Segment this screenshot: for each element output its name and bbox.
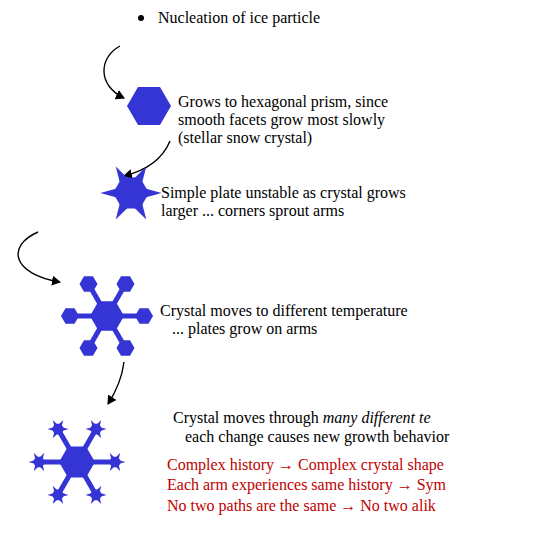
conclusion-text: Complex history → Complex crystal shape	[167, 456, 444, 473]
step-text: (stellar snow crystal)	[178, 129, 312, 146]
complex-crystal	[28, 415, 125, 509]
text-line: Nucleation of ice particle	[158, 9, 320, 27]
text-line: Crystal moves throughmany different te	[173, 409, 431, 427]
text-line: Simple plate unstable as crystal grows	[161, 184, 406, 202]
step-text: many different te	[323, 409, 431, 426]
text-line: smooth facets grow most slowly	[178, 111, 385, 129]
text-line: Each arm experiences same history → Sym	[167, 476, 446, 494]
text-line: Complex history → Complex crystal shape	[167, 456, 444, 474]
step-text: Simple plate unstable as crystal grows	[161, 184, 406, 201]
step-text: larger ... corners sprout arms	[161, 202, 344, 219]
step-text: Nucleation of ice particle	[158, 9, 320, 26]
bullet-dot	[138, 15, 144, 21]
text-line: larger ... corners sprout arms	[161, 202, 344, 220]
text-line: (stellar snow crystal)	[178, 129, 312, 147]
stellar-crystal	[100, 164, 161, 222]
text-line: Grows to hexagonal prism, since	[178, 93, 388, 111]
conclusion-text: No two paths are the same → No two alik	[167, 497, 436, 514]
step-text: Crystal moves through	[173, 409, 319, 426]
text-line: No two paths are the same → No two alik	[167, 497, 436, 515]
step-text: smooth facets grow most slowly	[178, 111, 385, 128]
text-line: ... plates grow on arms	[172, 320, 317, 338]
step-text: ... plates grow on arms	[172, 320, 317, 337]
text-line: each change causes new growth behavior	[185, 428, 449, 446]
curved-arrow	[18, 232, 60, 282]
step-text: Grows to hexagonal prism, since	[178, 93, 388, 110]
curved-arrow	[104, 46, 124, 98]
hexagon-crystal	[127, 87, 171, 125]
curved-arrow	[108, 362, 124, 404]
step-text: each change causes new growth behavior	[185, 428, 449, 445]
curved-arrow	[124, 141, 170, 176]
text-line: Crystal moves to different temperature	[160, 302, 408, 320]
plated-crystal	[61, 272, 153, 359]
step-text: Crystal moves to different temperature	[160, 302, 408, 319]
conclusion-text: Each arm experiences same history → Sym	[167, 476, 446, 493]
